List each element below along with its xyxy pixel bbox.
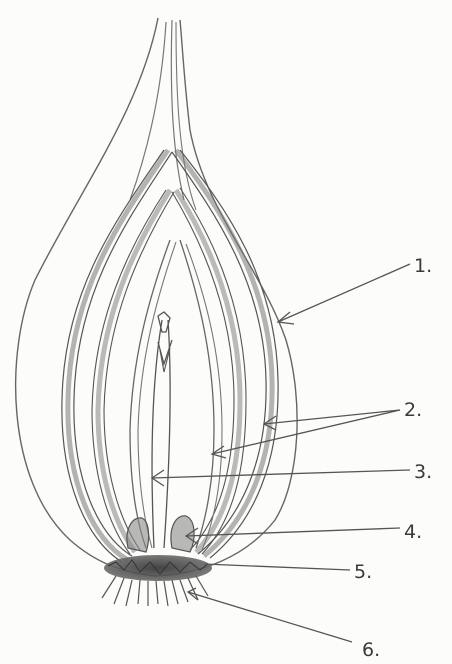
leader-line-6 xyxy=(188,592,352,642)
label-3: 3. xyxy=(414,461,432,483)
label-6: 6. xyxy=(362,639,380,661)
label-4: 4. xyxy=(404,521,422,543)
inner-scale-right xyxy=(180,240,214,548)
lateral-bud-right xyxy=(171,516,194,552)
label-1: 1. xyxy=(414,255,432,277)
inner-scale-left xyxy=(130,240,170,548)
leader-line-1 xyxy=(278,264,410,322)
lateral-bud-left xyxy=(127,518,149,552)
label-5: 5. xyxy=(354,561,372,583)
label-2: 2. xyxy=(404,399,422,421)
basal-plate xyxy=(104,555,212,581)
leader-line-5 xyxy=(204,564,350,570)
leader-line-3 xyxy=(152,470,410,478)
leader-line-2a xyxy=(264,410,400,424)
